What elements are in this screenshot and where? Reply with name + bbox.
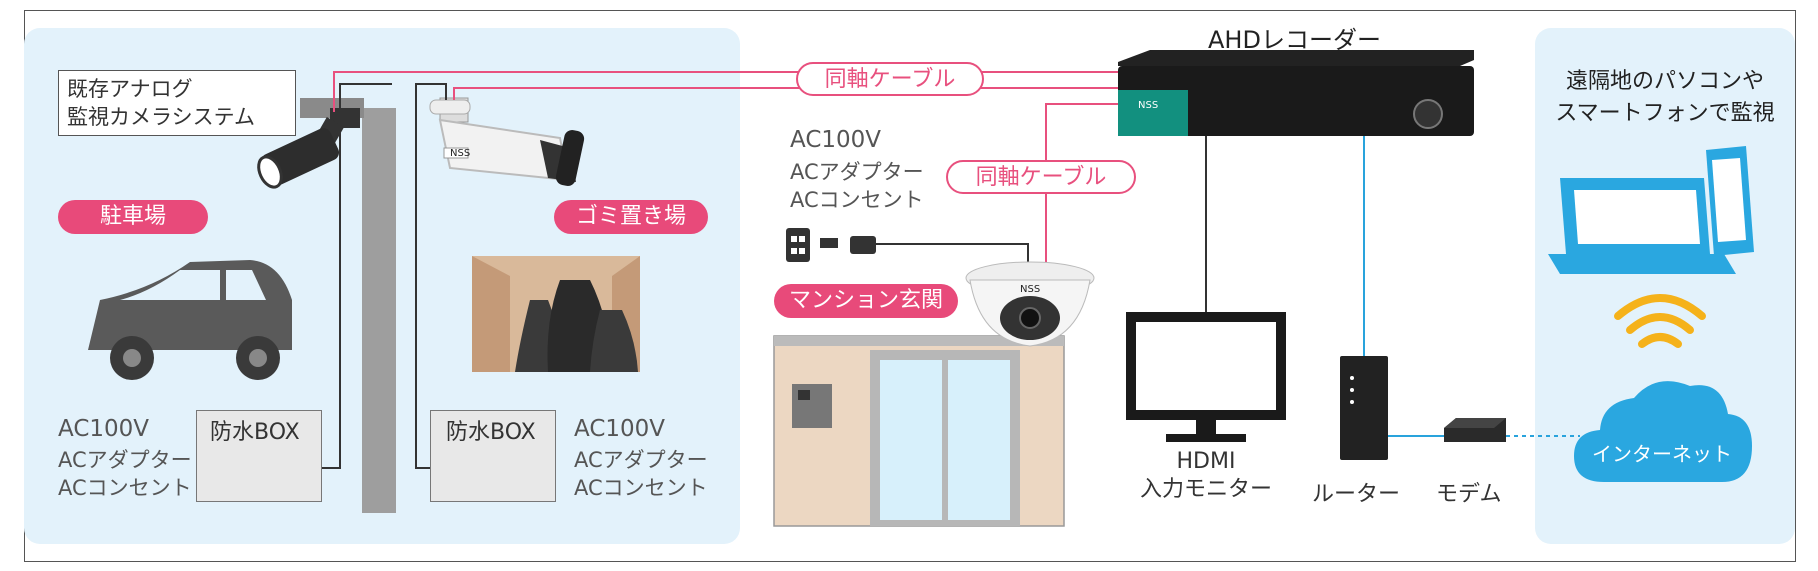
- coax-cable-label-mid: 同軸ケーブル: [946, 160, 1136, 194]
- mid-ac-text: AC100V ACアダプター ACコンセント: [790, 122, 924, 214]
- rbox-ac-line2: ACアダプター: [574, 448, 708, 472]
- power-wire-left: [310, 83, 392, 469]
- callout-line1: 既存アナログ: [67, 77, 193, 101]
- internet-label: インターネット: [1592, 442, 1732, 466]
- remote-title-line2: スマートフォンで監視: [1555, 101, 1775, 126]
- entrance-badge: マンション玄関: [774, 284, 958, 318]
- car-icon: [88, 260, 292, 380]
- left-ac-text: AC100V ACアダプター ACコンセント: [58, 412, 192, 502]
- monitor-label: HDMI 入力モニター: [1136, 448, 1276, 504]
- dome-camera-icon: [965, 261, 1095, 347]
- laptop-icon: [1548, 178, 1736, 274]
- power-wire-right: [415, 83, 452, 469]
- internet-cloud-icon: [1574, 381, 1752, 482]
- remote-monitoring-title: 遠隔地のパソコンや スマートフォンで監視: [1535, 66, 1795, 130]
- mid-ac-line3: ACコンセント: [790, 188, 924, 212]
- waterproof-box-left: [196, 410, 322, 502]
- ahd-recorder-icon: [1118, 50, 1474, 136]
- entrance-building-icon: [773, 335, 1065, 527]
- pole: [362, 108, 396, 513]
- coax-cable-label-top: 同軸ケーブル: [796, 62, 984, 96]
- garbage-badge: ゴミ置き場: [554, 200, 708, 234]
- rbox-ac-line3: ACコンセント: [574, 476, 708, 500]
- waterproof-box-left-title: 防水BOX: [210, 420, 300, 445]
- bullet-camera-white-icon: [429, 97, 585, 186]
- left-ac-line2: ACアダプター: [58, 448, 192, 472]
- left-ac-line1: AC100V: [58, 416, 150, 442]
- mid-ac-line1: AC100V: [790, 127, 882, 153]
- existing-system-callout: 既存アナログ 監視カメラシステム: [58, 70, 296, 136]
- monitor-label-line1: HDMI: [1176, 449, 1236, 474]
- router-label: ルーター: [1312, 482, 1401, 507]
- coax-cable-white: [453, 87, 1120, 100]
- dome-camera-brand: NSS: [1020, 284, 1041, 295]
- ac-adapter-mid-icon: [786, 228, 1029, 262]
- recorder-title: AHDレコーダー: [1208, 26, 1381, 54]
- remote-title-line1: 遠隔地のパソコンや: [1565, 69, 1764, 94]
- rbox-ac-line1: AC100V: [574, 416, 666, 442]
- monitor-label-line2: 入力モニター: [1139, 477, 1272, 502]
- garbage-area-icon: [472, 256, 640, 372]
- recorder-brand: NSS: [1138, 100, 1159, 111]
- right-box-ac-text: AC100V ACアダプター ACコンセント: [574, 412, 708, 502]
- modem-label: モデム: [1436, 482, 1502, 507]
- left-ac-line3: ACコンセント: [58, 476, 192, 500]
- router-icon: [1340, 356, 1388, 460]
- waterproof-box-right-title: 防水BOX: [446, 420, 536, 445]
- tablet-icon: [1706, 146, 1754, 256]
- modem-icon: [1444, 418, 1506, 442]
- parking-badge: 駐車場: [58, 200, 208, 234]
- hdmi-monitor-icon: [1126, 312, 1286, 442]
- waterproof-box-right: [430, 410, 556, 502]
- callout-line2: 監視カメラシステム: [67, 105, 255, 129]
- mid-ac-line2: ACアダプター: [790, 160, 924, 184]
- analog-camera-left-icon: [257, 108, 360, 189]
- coax-cable-dome: [1045, 103, 1120, 262]
- white-camera-brand: NSS: [450, 148, 471, 159]
- wifi-icon: [1614, 294, 1706, 348]
